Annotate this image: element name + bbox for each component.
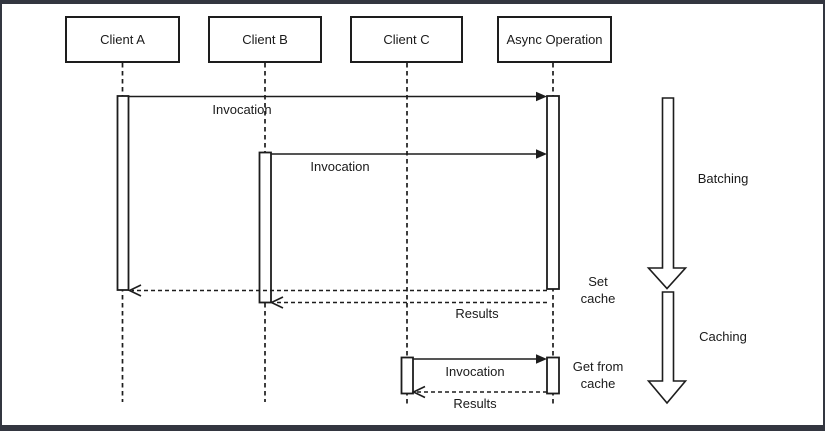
batching-down-arrow: [646, 97, 688, 290]
actor-box-client-b: Client B: [208, 16, 322, 63]
frame-border-bottom: [0, 425, 825, 431]
result-arrows: [127, 284, 547, 399]
note-set-cache: Set cache: [580, 274, 616, 306]
label-invocation-c: Invocation: [445, 364, 505, 379]
note-get-from-cache: Get from cache: [572, 359, 624, 391]
frame-border-left: [0, 0, 2, 431]
arrowhead-results-a: [127, 284, 142, 297]
actor-label-client-a: Client A: [100, 32, 145, 47]
arrowhead-invocation-c: [536, 354, 547, 364]
actor-label-async-operation: Async Operation: [506, 32, 603, 47]
arrowhead-results-b: [269, 296, 284, 309]
frame-border-top: [0, 0, 825, 4]
label-invocation-b: Invocation: [310, 159, 370, 174]
actor-box-client-a: Client A: [65, 16, 180, 63]
label-results-b: Results: [455, 306, 499, 321]
activation-bar-client-b: [258, 151, 272, 304]
label-phase-caching: Caching: [699, 329, 747, 344]
activation-bar-client-c: [400, 356, 414, 395]
activation-bar-client-a: [116, 95, 130, 291]
frame-border-right: [823, 0, 825, 431]
label-phase-batching: Batching: [697, 171, 749, 186]
lifelines: [121, 63, 554, 406]
actor-box-async-operation: Async Operation: [497, 16, 612, 63]
phase-arrows: [646, 97, 688, 405]
activation-bar-async-cache: [546, 356, 560, 395]
actor-label-client-c: Client C: [383, 32, 430, 47]
arrowhead-invocation-b: [536, 149, 547, 159]
actor-label-client-b: Client B: [242, 32, 288, 47]
activation-bar-async-main: [546, 95, 560, 290]
invocation-arrows: [129, 91, 547, 364]
actor-box-client-c: Client C: [350, 16, 463, 63]
activation-bars: [116, 95, 560, 395]
label-results-c: Results: [453, 396, 497, 411]
caching-down-arrow: [646, 291, 688, 405]
arrowhead-invocation-a: [536, 91, 547, 102]
label-invocation-a: Invocation: [212, 102, 272, 117]
arrowhead-results-c: [411, 385, 426, 399]
